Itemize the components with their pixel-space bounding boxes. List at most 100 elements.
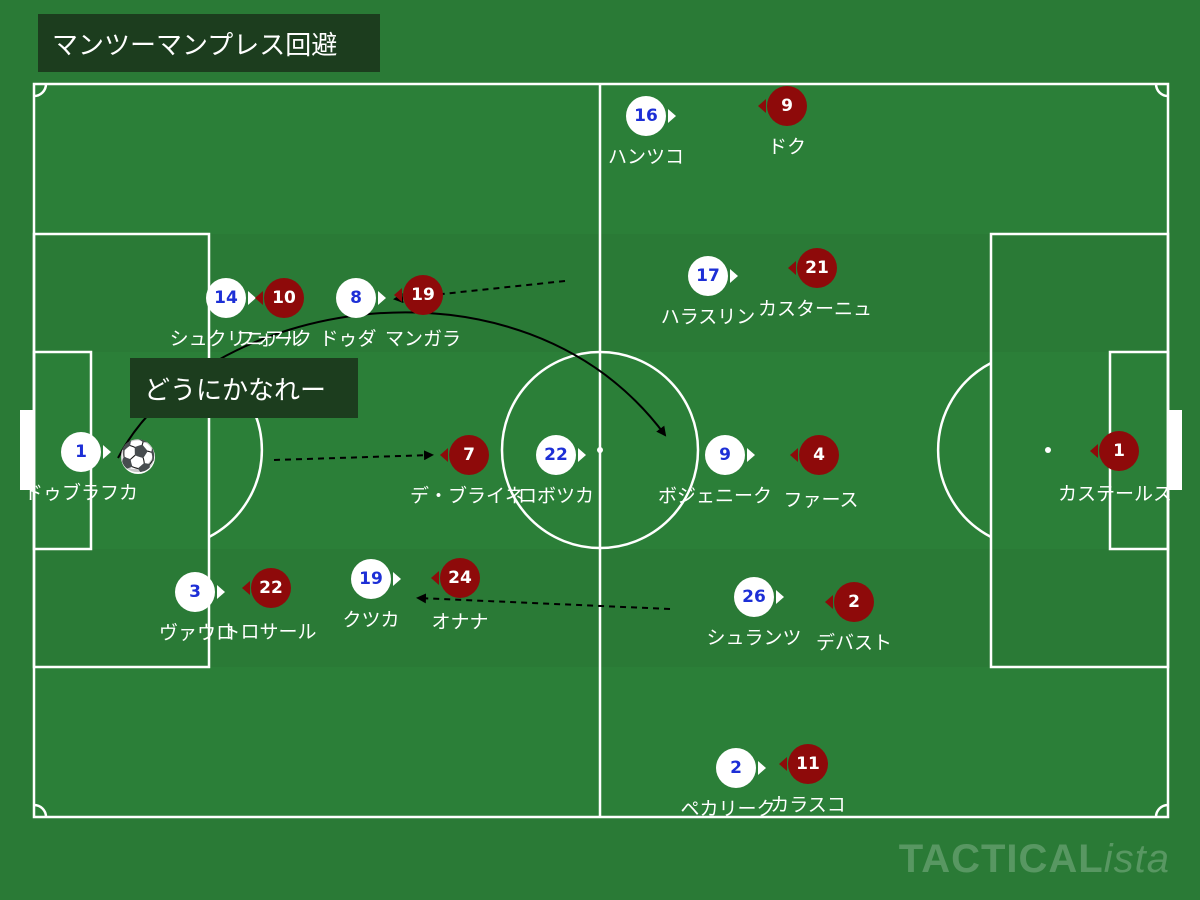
player-name: カステールス	[1057, 483, 1173, 505]
facing-arrow-icon	[788, 261, 796, 275]
player-name: ハンツコ	[607, 146, 685, 168]
away-player: 9 ドク	[758, 86, 807, 158]
facing-arrow-icon	[217, 585, 225, 599]
facing-arrow-icon	[779, 757, 787, 771]
player-number: 9	[705, 435, 745, 475]
home-player: 9 ボジェニーク	[658, 435, 772, 507]
watermark-italic: ista	[1103, 837, 1170, 881]
player-number: 11	[788, 744, 828, 784]
away-player: 10 フォーク	[236, 278, 312, 350]
player-number: 24	[440, 558, 480, 598]
facing-arrow-icon	[747, 448, 755, 462]
annotation-label: どうにかなれー	[130, 358, 358, 418]
center-spot	[597, 447, 603, 453]
player-name: シュランツ	[706, 627, 802, 649]
player-number: 1	[1099, 431, 1139, 471]
corner-arc-br	[1154, 803, 1169, 818]
facing-arrow-icon	[758, 761, 766, 775]
player-name: オナナ	[431, 611, 489, 633]
player-number: 4	[799, 435, 839, 475]
home-player: 26 シュランツ	[706, 577, 802, 649]
facing-arrow-icon	[578, 448, 586, 462]
player-name: ヴァウロ	[158, 622, 236, 644]
facing-arrow-icon	[1090, 444, 1098, 458]
right-penalty-spot	[1045, 447, 1051, 453]
player-name: ドゥダ	[319, 328, 377, 350]
player-number: 22	[536, 435, 576, 475]
home-player: 3 ヴァウロ	[159, 572, 235, 644]
player-number: 22	[251, 568, 291, 608]
player-name: ペカリーク	[680, 798, 776, 820]
player-number: 17	[688, 256, 728, 296]
player-name: トロサール	[221, 621, 317, 643]
home-player: 19 クツカ	[342, 559, 401, 631]
away-player: 4 ファース	[783, 435, 859, 511]
facing-arrow-icon	[758, 99, 766, 113]
player-name: ドゥブラフカ	[23, 482, 139, 504]
player-number: 2	[834, 582, 874, 622]
away-player: 7 デ・ブライネ	[410, 435, 524, 507]
press-arrow-to-19	[416, 593, 671, 610]
away-player: 24 オナナ	[431, 558, 489, 633]
player-number: 10	[264, 278, 304, 318]
player-name: シュクリニアル	[169, 328, 303, 350]
player-name: クツカ	[342, 609, 400, 631]
player-name: カラスコ	[770, 794, 846, 816]
player-name: デ・ブライネ	[409, 485, 525, 507]
player-name: ボジェニーク	[657, 485, 773, 507]
home-player: 14 シュクリニアル	[170, 278, 302, 350]
facing-arrow-icon	[393, 572, 401, 586]
right-goal	[1168, 410, 1182, 490]
player-number: 14	[206, 278, 246, 318]
player-name: デバスト	[815, 632, 893, 654]
facing-arrow-icon	[776, 590, 784, 604]
away-player: 1 カステールス	[1058, 431, 1172, 505]
right-penalty-arc	[936, 361, 992, 539]
player-name: マンガラ	[384, 328, 462, 350]
away-player: 22 トロサール	[221, 568, 317, 643]
player-number: 19	[403, 275, 443, 315]
corner-arc-tl	[33, 83, 48, 98]
soccer-ball-icon: ⚽	[119, 439, 157, 474]
away-player: 19 マンガラ	[385, 275, 461, 350]
player-name: フォーク	[235, 328, 313, 350]
player-number: 21	[797, 248, 837, 288]
player-name: ロボツカ	[517, 485, 595, 507]
facing-arrow-icon	[103, 445, 111, 459]
home-player: 8 ドゥダ	[319, 278, 386, 350]
home-player: 16 ハンツコ	[608, 96, 684, 168]
player-name: ドク	[767, 136, 807, 158]
player-number: 8	[336, 278, 376, 318]
player-number: 1	[61, 432, 101, 472]
facing-arrow-icon	[378, 291, 386, 305]
player-name: ファース	[783, 489, 859, 511]
player-number: 16	[626, 96, 666, 136]
left-goal	[20, 410, 34, 490]
player-number: 7	[449, 435, 489, 475]
facing-arrow-icon	[394, 288, 402, 302]
home-player: 1 ドゥブラフカ	[24, 432, 138, 504]
player-name: カスターニュ	[757, 298, 873, 320]
center-circle	[500, 350, 700, 550]
facing-arrow-icon	[242, 581, 250, 595]
corner-arc-bl	[33, 803, 48, 818]
run-arrow-to-7	[273, 450, 434, 461]
facing-arrow-icon	[790, 448, 798, 462]
player-name: ハラスリン	[660, 306, 756, 328]
player-number: 2	[716, 748, 756, 788]
player-number: 3	[175, 572, 215, 612]
diagram-title: マンツーマンプレス回避	[38, 14, 380, 72]
facing-arrow-icon	[255, 291, 263, 305]
facing-arrow-icon	[668, 109, 676, 123]
facing-arrow-icon	[730, 269, 738, 283]
facing-arrow-icon	[248, 291, 256, 305]
player-number: 19	[351, 559, 391, 599]
facing-arrow-icon	[431, 571, 439, 585]
player-number: 9	[767, 86, 807, 126]
facing-arrow-icon	[825, 595, 833, 609]
away-player: 21 カスターニュ	[758, 248, 872, 320]
away-player: 2 デバスト	[816, 582, 892, 654]
facing-arrow-icon	[440, 448, 448, 462]
away-player: 11 カラスコ	[770, 744, 846, 816]
